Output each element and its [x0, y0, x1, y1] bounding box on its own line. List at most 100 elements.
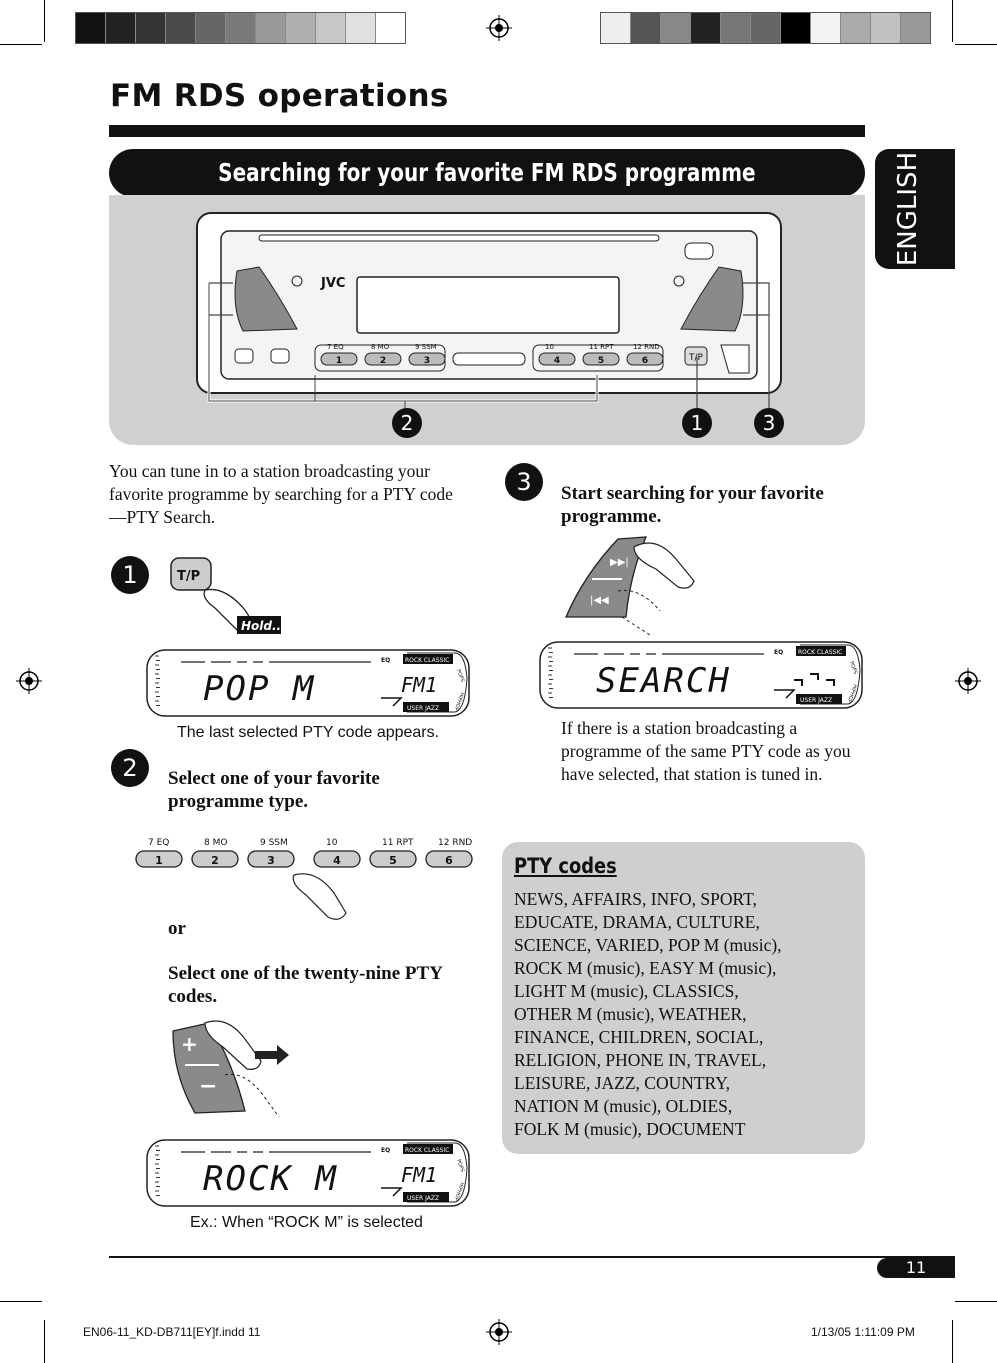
pty-line: SCIENCE, VARIED, POP M (music), [514, 935, 782, 955]
preset-number: 1 [155, 854, 163, 867]
preset-number: 3 [267, 854, 275, 867]
lcd-top-label: ROCK CLASSIC [405, 1147, 449, 1154]
tp-hold-illustration: T/P Hold.... [170, 557, 290, 634]
preset-number: 4 [554, 356, 560, 366]
svg-text:+: + [181, 1032, 198, 1056]
pty-line: NEWS, AFFAIRS, INFO, SPORT, [514, 889, 757, 909]
preset-button [425, 850, 473, 868]
preset-label: 9 SSM [415, 343, 437, 351]
registration-mark-icon [955, 668, 981, 694]
crop-mark [0, 1301, 42, 1302]
registration-mark-icon [16, 668, 42, 694]
color-bar-right [600, 12, 931, 44]
preset-label: 9 SSM [260, 838, 288, 848]
lcd-eq-label: EQ [774, 649, 783, 656]
registration-mark-icon [486, 1319, 512, 1345]
callout-2: 2 [401, 411, 414, 435]
file-slug: EN06-11_KD-DB711[EY]f.indd 11 [83, 1325, 261, 1339]
preset-button [313, 850, 361, 868]
step-3-body: If there is a station broadcasting a pro… [561, 718, 851, 784]
lcd-bottom-label: USER JAZZ [407, 1195, 439, 1202]
preset-label: 10 [326, 838, 338, 848]
pty-codes-box: PTY codes NEWS, AFFAIRS, INFO, SPORT, ED… [502, 842, 865, 1154]
lcd-eq-label: EQ [381, 657, 390, 664]
step-2-number: 2 [111, 749, 149, 787]
crop-mark [952, 1320, 953, 1363]
brand-logo: JVC [320, 276, 345, 291]
lcd-top-label: ROCK CLASSIC [798, 649, 842, 656]
title-rule [109, 125, 865, 137]
lcd-top-label: ROCK CLASSIC [405, 657, 449, 664]
section-title: Searching for your favorite FM RDS progr… [218, 158, 756, 187]
preset-button [247, 850, 295, 868]
step-3-heading: Start searching for your favorite progra… [561, 483, 824, 527]
preset-button [320, 352, 358, 366]
pty-line: FINANCE, CHILDREN, SOCIAL, [514, 1027, 764, 1047]
step-2-caption: Ex.: When “ROCK M” is selected [190, 1214, 423, 1231]
lcd-main-text: POP M [203, 669, 315, 709]
step-2-heading: Select one of your favorite programme ty… [168, 768, 380, 812]
tp-button-label: T/P [177, 569, 200, 584]
pty-line: RELIGION, PHONE IN, TRAVEL, [514, 1050, 767, 1070]
lcd-pops-label: POPS [455, 1159, 465, 1173]
seek-press-illustration: ▶▶| |◀◀ [565, 536, 695, 636]
date-slug: 1/13/05 1:11:09 PM [811, 1325, 915, 1339]
page-number: 11 [877, 1258, 955, 1278]
preset-number: 6 [642, 356, 648, 366]
preset-label: 7 EQ [327, 343, 344, 351]
intro-text: You can tune in to a station broadcastin… [109, 461, 453, 527]
section-banner: Searching for your favorite FM RDS progr… [109, 149, 865, 197]
preset-number: 5 [598, 356, 604, 366]
preset-label: 7 EQ [148, 838, 169, 848]
crop-mark [44, 1320, 45, 1363]
preset-button [582, 352, 620, 366]
step-2-alt-heading: Select one of the twenty-nine PTY codes. [168, 963, 443, 1007]
pty-line: LEISURE, JAZZ, COUNTRY, [514, 1073, 731, 1093]
pty-line: FOLK M (music), DOCUMENT [514, 1119, 746, 1139]
preset-number: 6 [445, 854, 453, 867]
preset-label: 12 RND [438, 838, 472, 848]
pty-line: OTHER M (music), WEATHER, [514, 1004, 747, 1024]
preset-button [191, 850, 239, 868]
step-3-number: 3 [505, 463, 543, 501]
crop-mark [955, 44, 997, 45]
lcd-band-text: FM1 [401, 1163, 437, 1187]
pty-line: ROCK M (music), EASY M (music), [514, 958, 777, 978]
footer-rule [109, 1256, 955, 1258]
preset-button [135, 850, 183, 868]
lcd-eq-label: EQ [381, 1147, 390, 1154]
pty-codes-list: NEWS, AFFAIRS, INFO, SPORT, EDUCATE, DRA… [514, 888, 854, 1141]
preset-number: 5 [389, 854, 397, 867]
svg-text:−: − [199, 1074, 217, 1099]
crop-mark [44, 0, 45, 42]
preset-button [364, 352, 402, 366]
crop-mark [955, 1301, 997, 1302]
step-1-caption: The last selected PTY code appears. [177, 724, 440, 741]
page-title: FM RDS operations [110, 78, 449, 114]
lcd-main-text: ROCK M [203, 1159, 338, 1199]
preset-label: 10 [545, 343, 554, 351]
pty-codes-title: PTY codes [514, 854, 617, 878]
preset-number: 2 [380, 356, 386, 366]
lcd-band-text: FM1 [401, 673, 437, 697]
crop-mark [952, 0, 953, 42]
preset-button [538, 352, 576, 366]
lcd-bottom-label: USER JAZZ [800, 697, 832, 704]
preset-label: 8 MO [204, 838, 227, 848]
svg-text:|◀◀: |◀◀ [590, 595, 609, 606]
pty-line: NATION M (music), OLDIES, [514, 1096, 733, 1116]
callout-1: 1 [691, 411, 704, 435]
lcd-main-text: SEARCH [596, 661, 731, 701]
callout-3: 3 [763, 411, 776, 435]
crop-mark [0, 44, 42, 45]
preset-label: 11 RPT [382, 838, 414, 848]
or-label: or [168, 918, 186, 939]
hold-label: Hold.... [241, 619, 290, 633]
preset-number: 1 [336, 356, 342, 366]
lcd-pops-label: POPS [848, 661, 858, 675]
preset-label: 11 RPT [589, 343, 614, 351]
